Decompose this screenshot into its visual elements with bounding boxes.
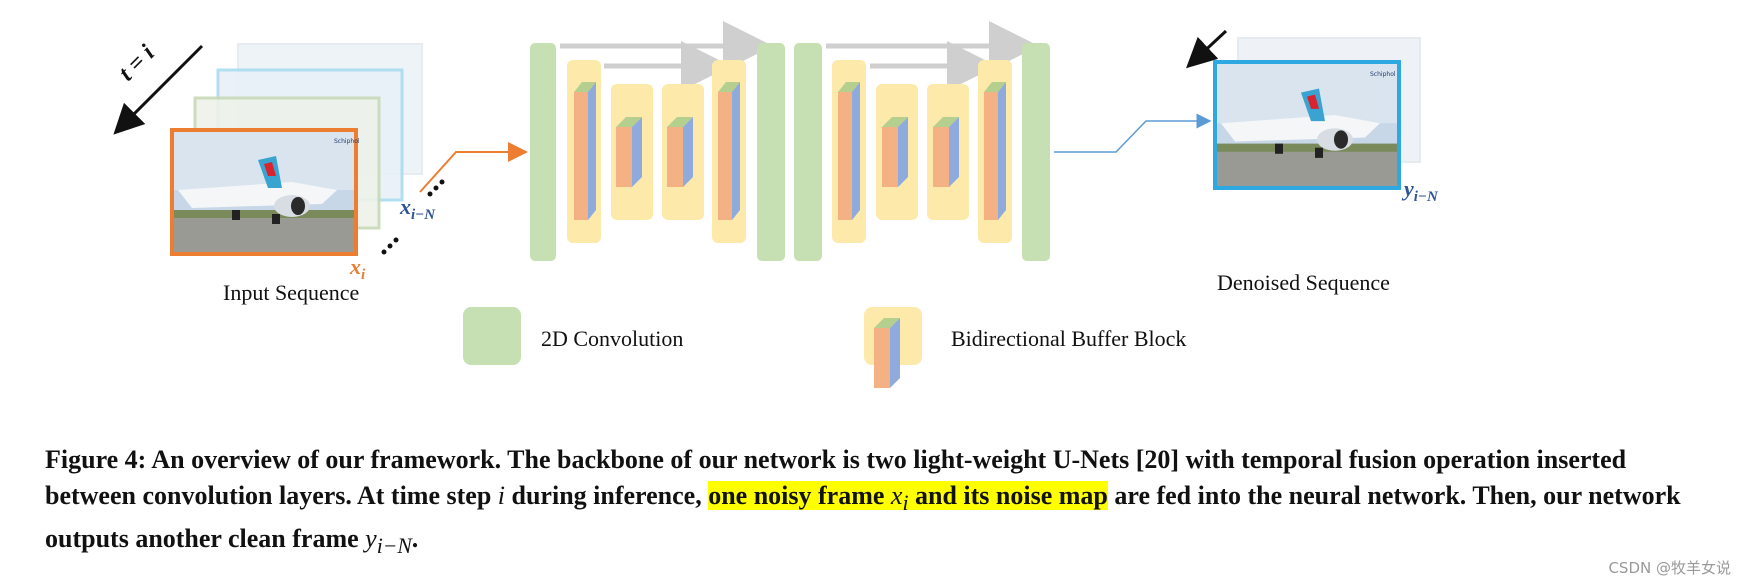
- caption-highlight-text: one noisy frame: [708, 481, 891, 510]
- denoised-sequence-label: Denoised Sequence: [1217, 270, 1390, 295]
- output-frame-current: [1213, 60, 1401, 190]
- figure-canvas: Schiphol Schiphol t = i xi xi−N yi−N: [113, 21, 1439, 388]
- conv-block: [530, 43, 556, 261]
- conv-block: [794, 43, 822, 261]
- buffer-cube: [984, 82, 1006, 220]
- input-frame-logo: Schiphol: [334, 138, 360, 145]
- caption-text: Figure 4: An overview of our framework. …: [45, 445, 1627, 510]
- caption-text: are fed into the neural network. Then, o…: [45, 481, 1681, 554]
- caption-var-i: i: [497, 481, 506, 510]
- buffer-cube: [933, 117, 959, 187]
- sequence-ellipsis-top: [427, 179, 445, 197]
- unet-1: [530, 21, 785, 261]
- caption-highlight-text: and its noise map: [908, 481, 1108, 510]
- buffer-cube: [667, 117, 693, 187]
- caption-text: .: [411, 524, 419, 554]
- buffer-cube: [574, 82, 596, 220]
- xi-label: xi: [349, 254, 366, 283]
- input-frame-stack: [170, 43, 423, 256]
- output-time-arrow: [1186, 29, 1228, 69]
- legend-buffer-label: Bidirectional Buffer Block: [951, 326, 1187, 351]
- time-arrow: [113, 44, 204, 135]
- unet-2: [794, 21, 1050, 261]
- xiN-label: xi−N: [399, 194, 436, 223]
- output-frame-logo: Schiphol: [1370, 71, 1396, 78]
- caption-text: during inference,: [505, 481, 709, 510]
- output-frame-stack: [1213, 37, 1421, 190]
- yiN-label: yi−N: [1401, 176, 1439, 205]
- figure-caption: Figure 4: An overview of our framework. …: [45, 442, 1705, 564]
- conv-block: [1022, 43, 1050, 261]
- buffer-cube: [718, 82, 740, 220]
- caption-highlight: one noisy frame xi and its noise map: [708, 481, 1108, 516]
- buffer-cube: [882, 117, 908, 187]
- output-arrow: [1054, 113, 1212, 153]
- legend-conv-label: 2D Convolution: [541, 326, 684, 351]
- sequence-ellipsis-bottom: [381, 237, 399, 255]
- buffer-cube: [838, 82, 860, 220]
- buffer-cube: [616, 117, 642, 187]
- conv-block: [757, 43, 785, 261]
- input-arrow: [419, 142, 528, 193]
- input-sequence-label: Input Sequence: [223, 280, 360, 305]
- time-step-label: t = i: [114, 40, 160, 86]
- input-frame-current: [170, 128, 358, 256]
- legend-conv-swatch: [463, 307, 521, 365]
- watermark: CSDN @牧羊女说: [1608, 559, 1731, 577]
- caption-var-y: yi−N: [365, 524, 412, 559]
- framework-figure: Schiphol Schiphol t = i xi xi−N yi−N Inp…: [113, 21, 1439, 388]
- caption-var-x: xi: [890, 481, 909, 516]
- legend-buffer-cube: [874, 318, 900, 388]
